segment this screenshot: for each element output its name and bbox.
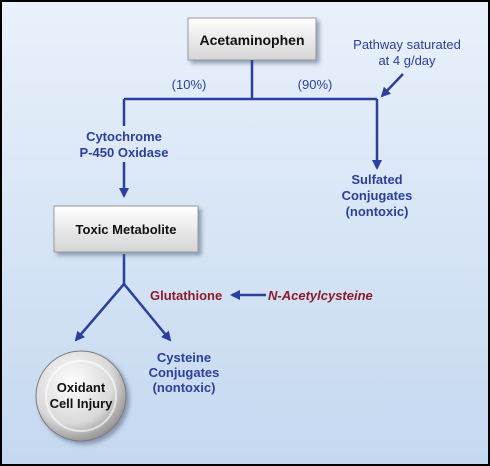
- cysteine-label-line3: (nontoxic): [153, 380, 216, 395]
- acetaminophen-node: Acetaminophen: [187, 17, 317, 61]
- nac-label: N-Acetylcysteine: [268, 288, 373, 303]
- toxic-metabolite-label: Toxic Metabolite: [76, 222, 177, 237]
- cysteine-label-line1: Cysteine: [157, 350, 211, 365]
- cysteine-label-line2: Conjugates: [149, 365, 220, 380]
- pct-right-label: (90%): [298, 77, 333, 92]
- sulfated-label-line2: Conjugates: [342, 188, 413, 203]
- connector-lines: [74, 60, 404, 342]
- sulfated-label-line3: (nontoxic): [346, 204, 409, 219]
- oxidant-label-line2: Cell Injury: [50, 396, 114, 411]
- pathway-label-line1: Pathway saturated: [353, 37, 461, 52]
- toxic-metabolite-node: Toxic Metabolite: [53, 205, 199, 253]
- acetaminophen-label: Acetaminophen: [199, 32, 304, 48]
- cytochrome-label-line2: P-450 Oxidase: [80, 145, 169, 160]
- oxidant-cell-injury-node: Oxidant Cell Injury: [35, 350, 127, 442]
- to-cysteine-arrow: [123, 283, 172, 342]
- pathway-label-line2: at 4 g/day: [378, 53, 436, 68]
- sulfated-label-line1: Sulfated: [351, 172, 402, 187]
- oxidant-label-line1: Oxidant: [57, 380, 106, 395]
- cytochrome-label-line1: Cytochrome: [86, 129, 162, 144]
- to-oxidant-arrow: [74, 283, 125, 342]
- saturation-arrow: [380, 73, 404, 98]
- glutathione-label: Glutathione: [150, 288, 222, 303]
- pct-left-label: (10%): [172, 77, 207, 92]
